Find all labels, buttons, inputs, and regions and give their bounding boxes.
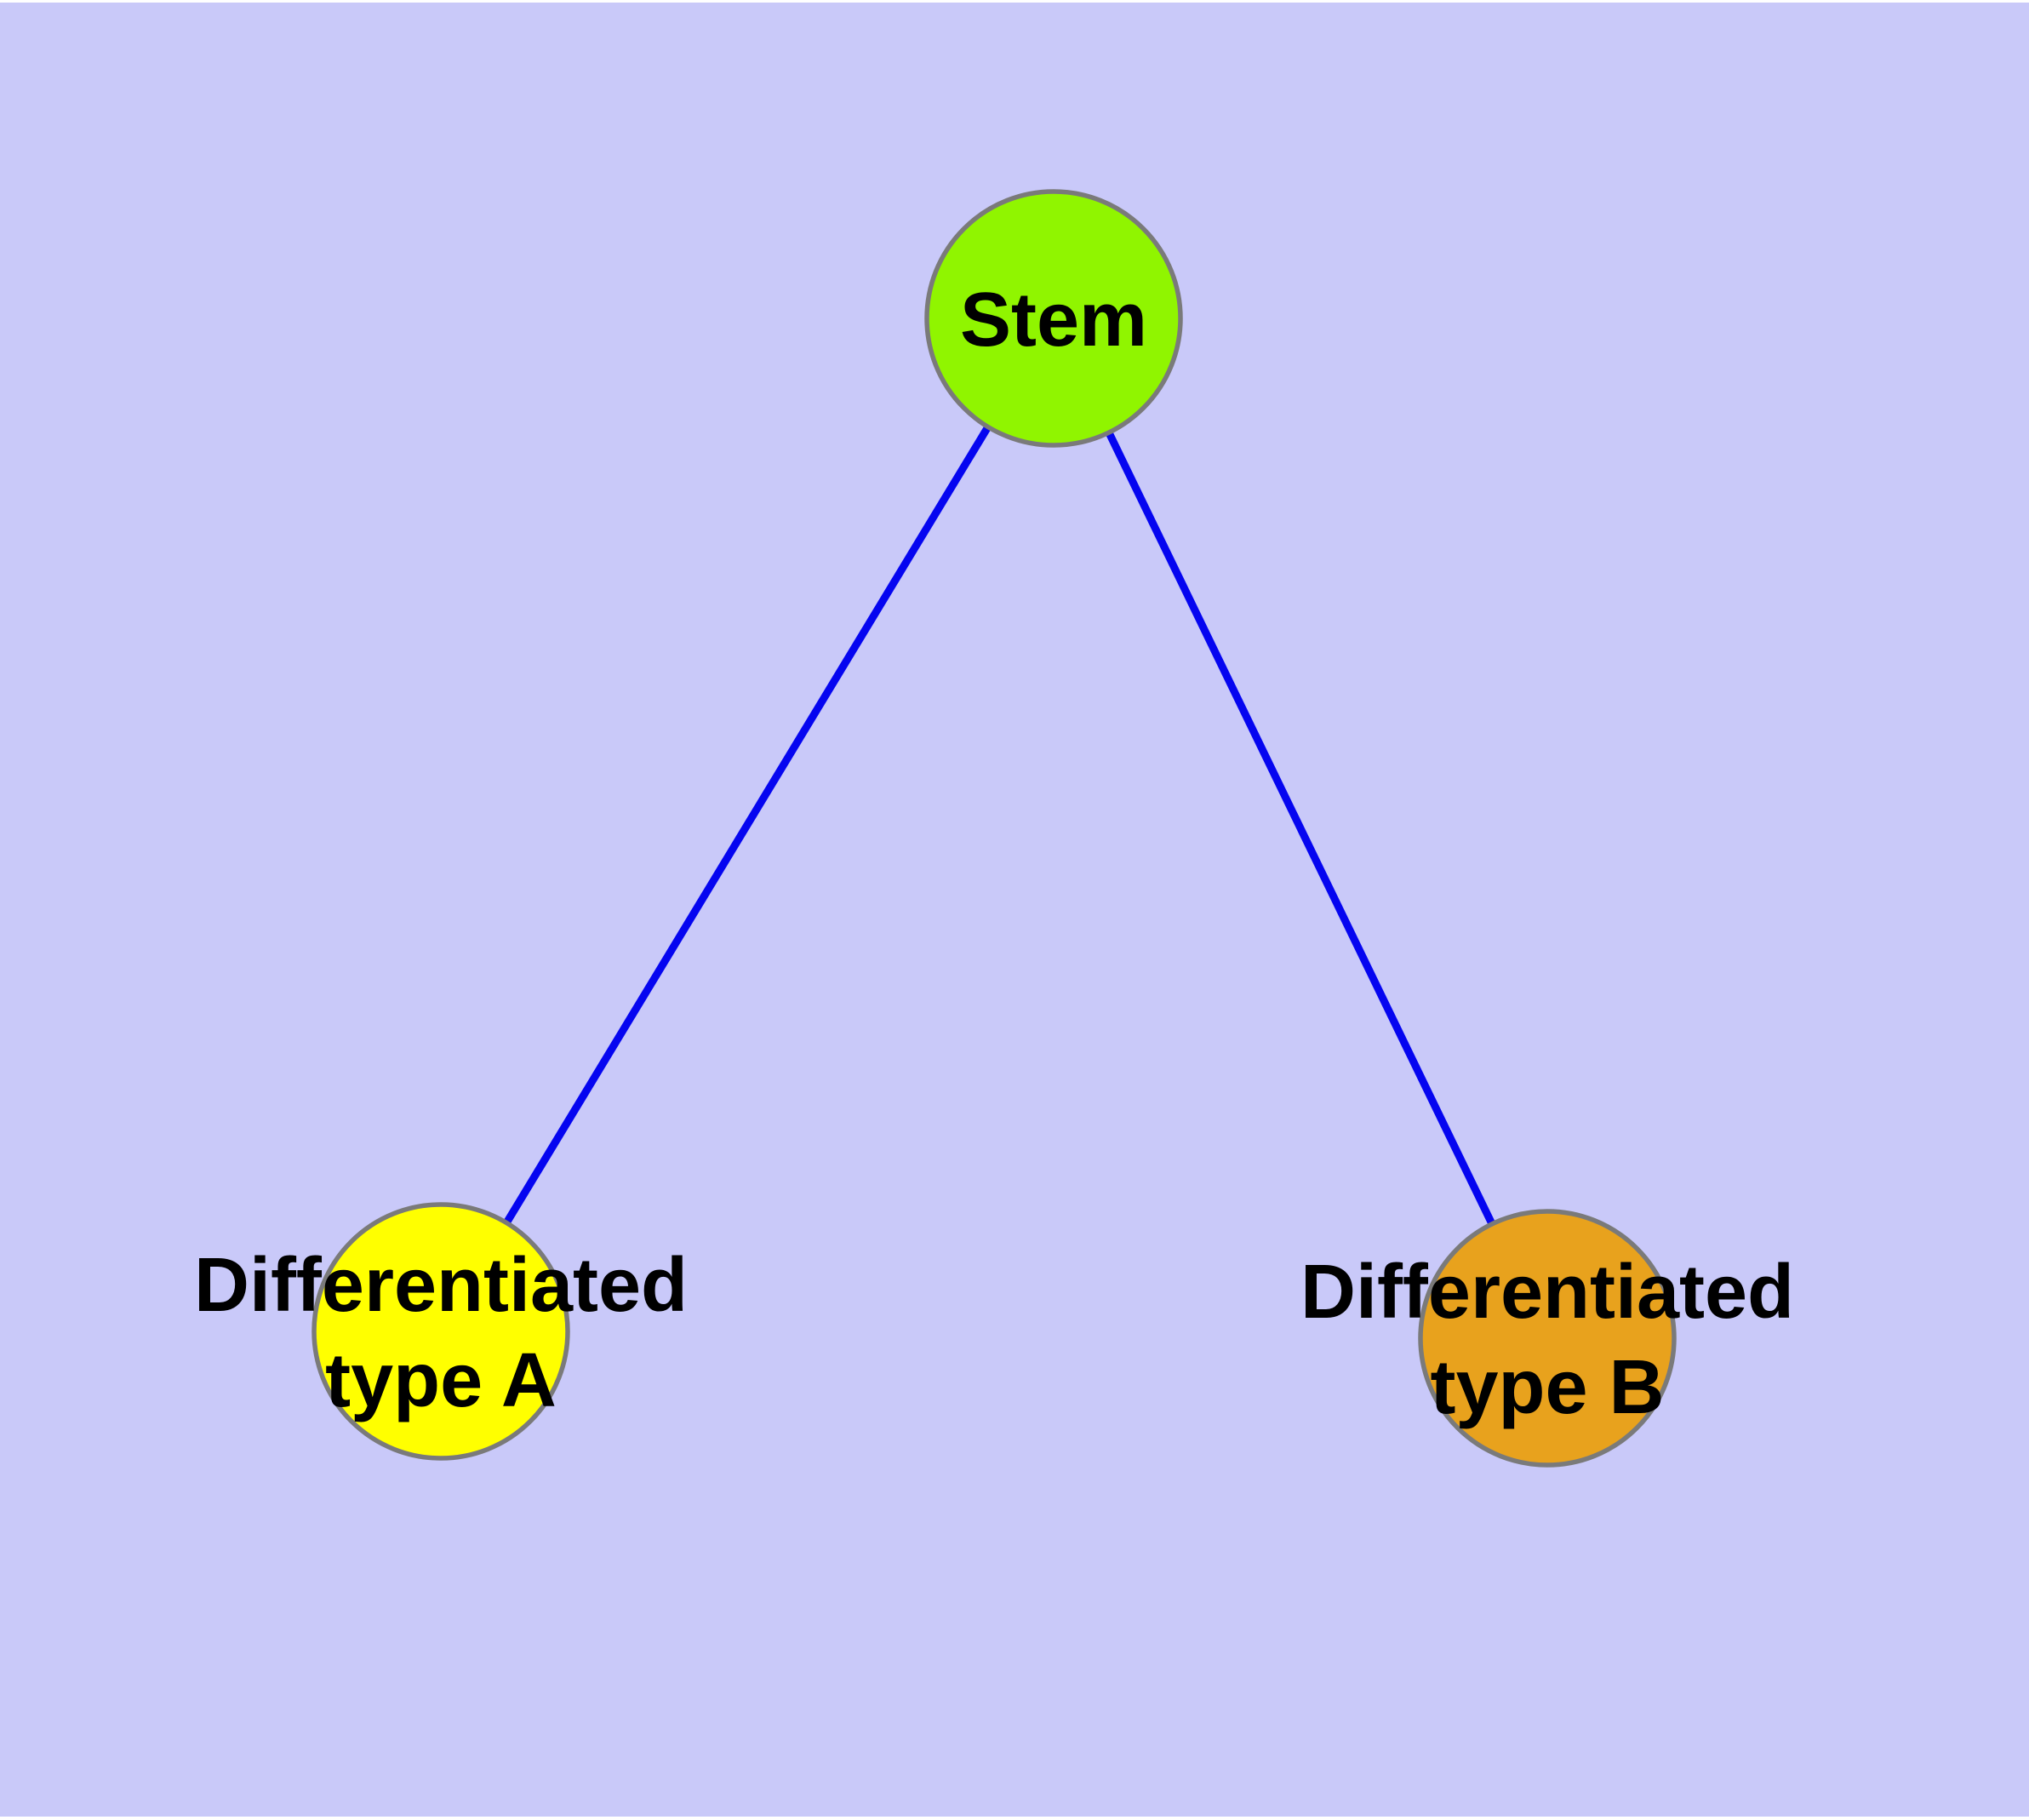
node-differentiated-type-b xyxy=(1418,1209,1677,1468)
edge-stem-to-type-a xyxy=(437,314,1058,1336)
node-type-b-label-line2: type B xyxy=(1430,1345,1664,1430)
node-type-a-label-line1: Differentiated xyxy=(194,1243,688,1328)
node-type-b-label-line1: Differentiated xyxy=(1300,1250,1794,1335)
node-stem xyxy=(924,189,1183,448)
node-type-a-label-line2: type A xyxy=(325,1338,557,1423)
node-differentiated-type-a xyxy=(311,1202,570,1461)
edge-stem-to-type-b xyxy=(1049,314,1552,1342)
node-stem-label: Stem xyxy=(960,278,1147,363)
